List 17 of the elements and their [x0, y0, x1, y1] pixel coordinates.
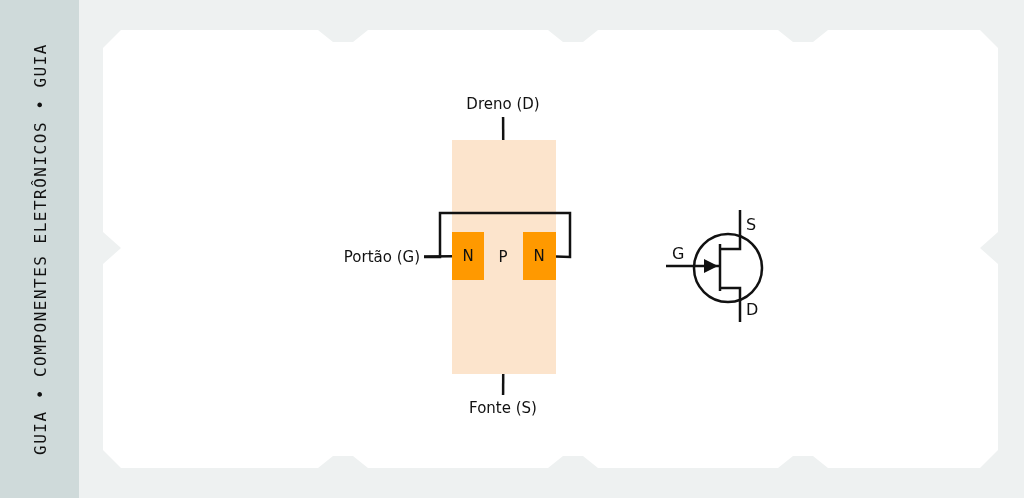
- p-channel-block: [452, 140, 556, 374]
- wire-line: [501, 117, 505, 140]
- wire-line: [424, 254, 452, 258]
- region-label: N: [462, 247, 474, 265]
- terminal-label: Dreno (D): [466, 95, 540, 113]
- terminal-letter: D: [746, 301, 759, 319]
- wire-line: [501, 374, 505, 395]
- n-region-block: [523, 232, 556, 280]
- terminal-label: Fonte (S): [469, 399, 537, 417]
- terminal-label: Portão (G): [343, 248, 420, 266]
- terminal-letter: S: [746, 216, 757, 234]
- sidebar-title: GUIA • COMPONENTES ELETRÔNICOS • GUIA: [30, 43, 50, 455]
- region-label: N: [533, 247, 545, 265]
- region-label: P: [498, 248, 508, 266]
- wire-line: [424, 211, 572, 259]
- n-region-block: [452, 232, 484, 280]
- terminal-letter: G: [672, 245, 685, 263]
